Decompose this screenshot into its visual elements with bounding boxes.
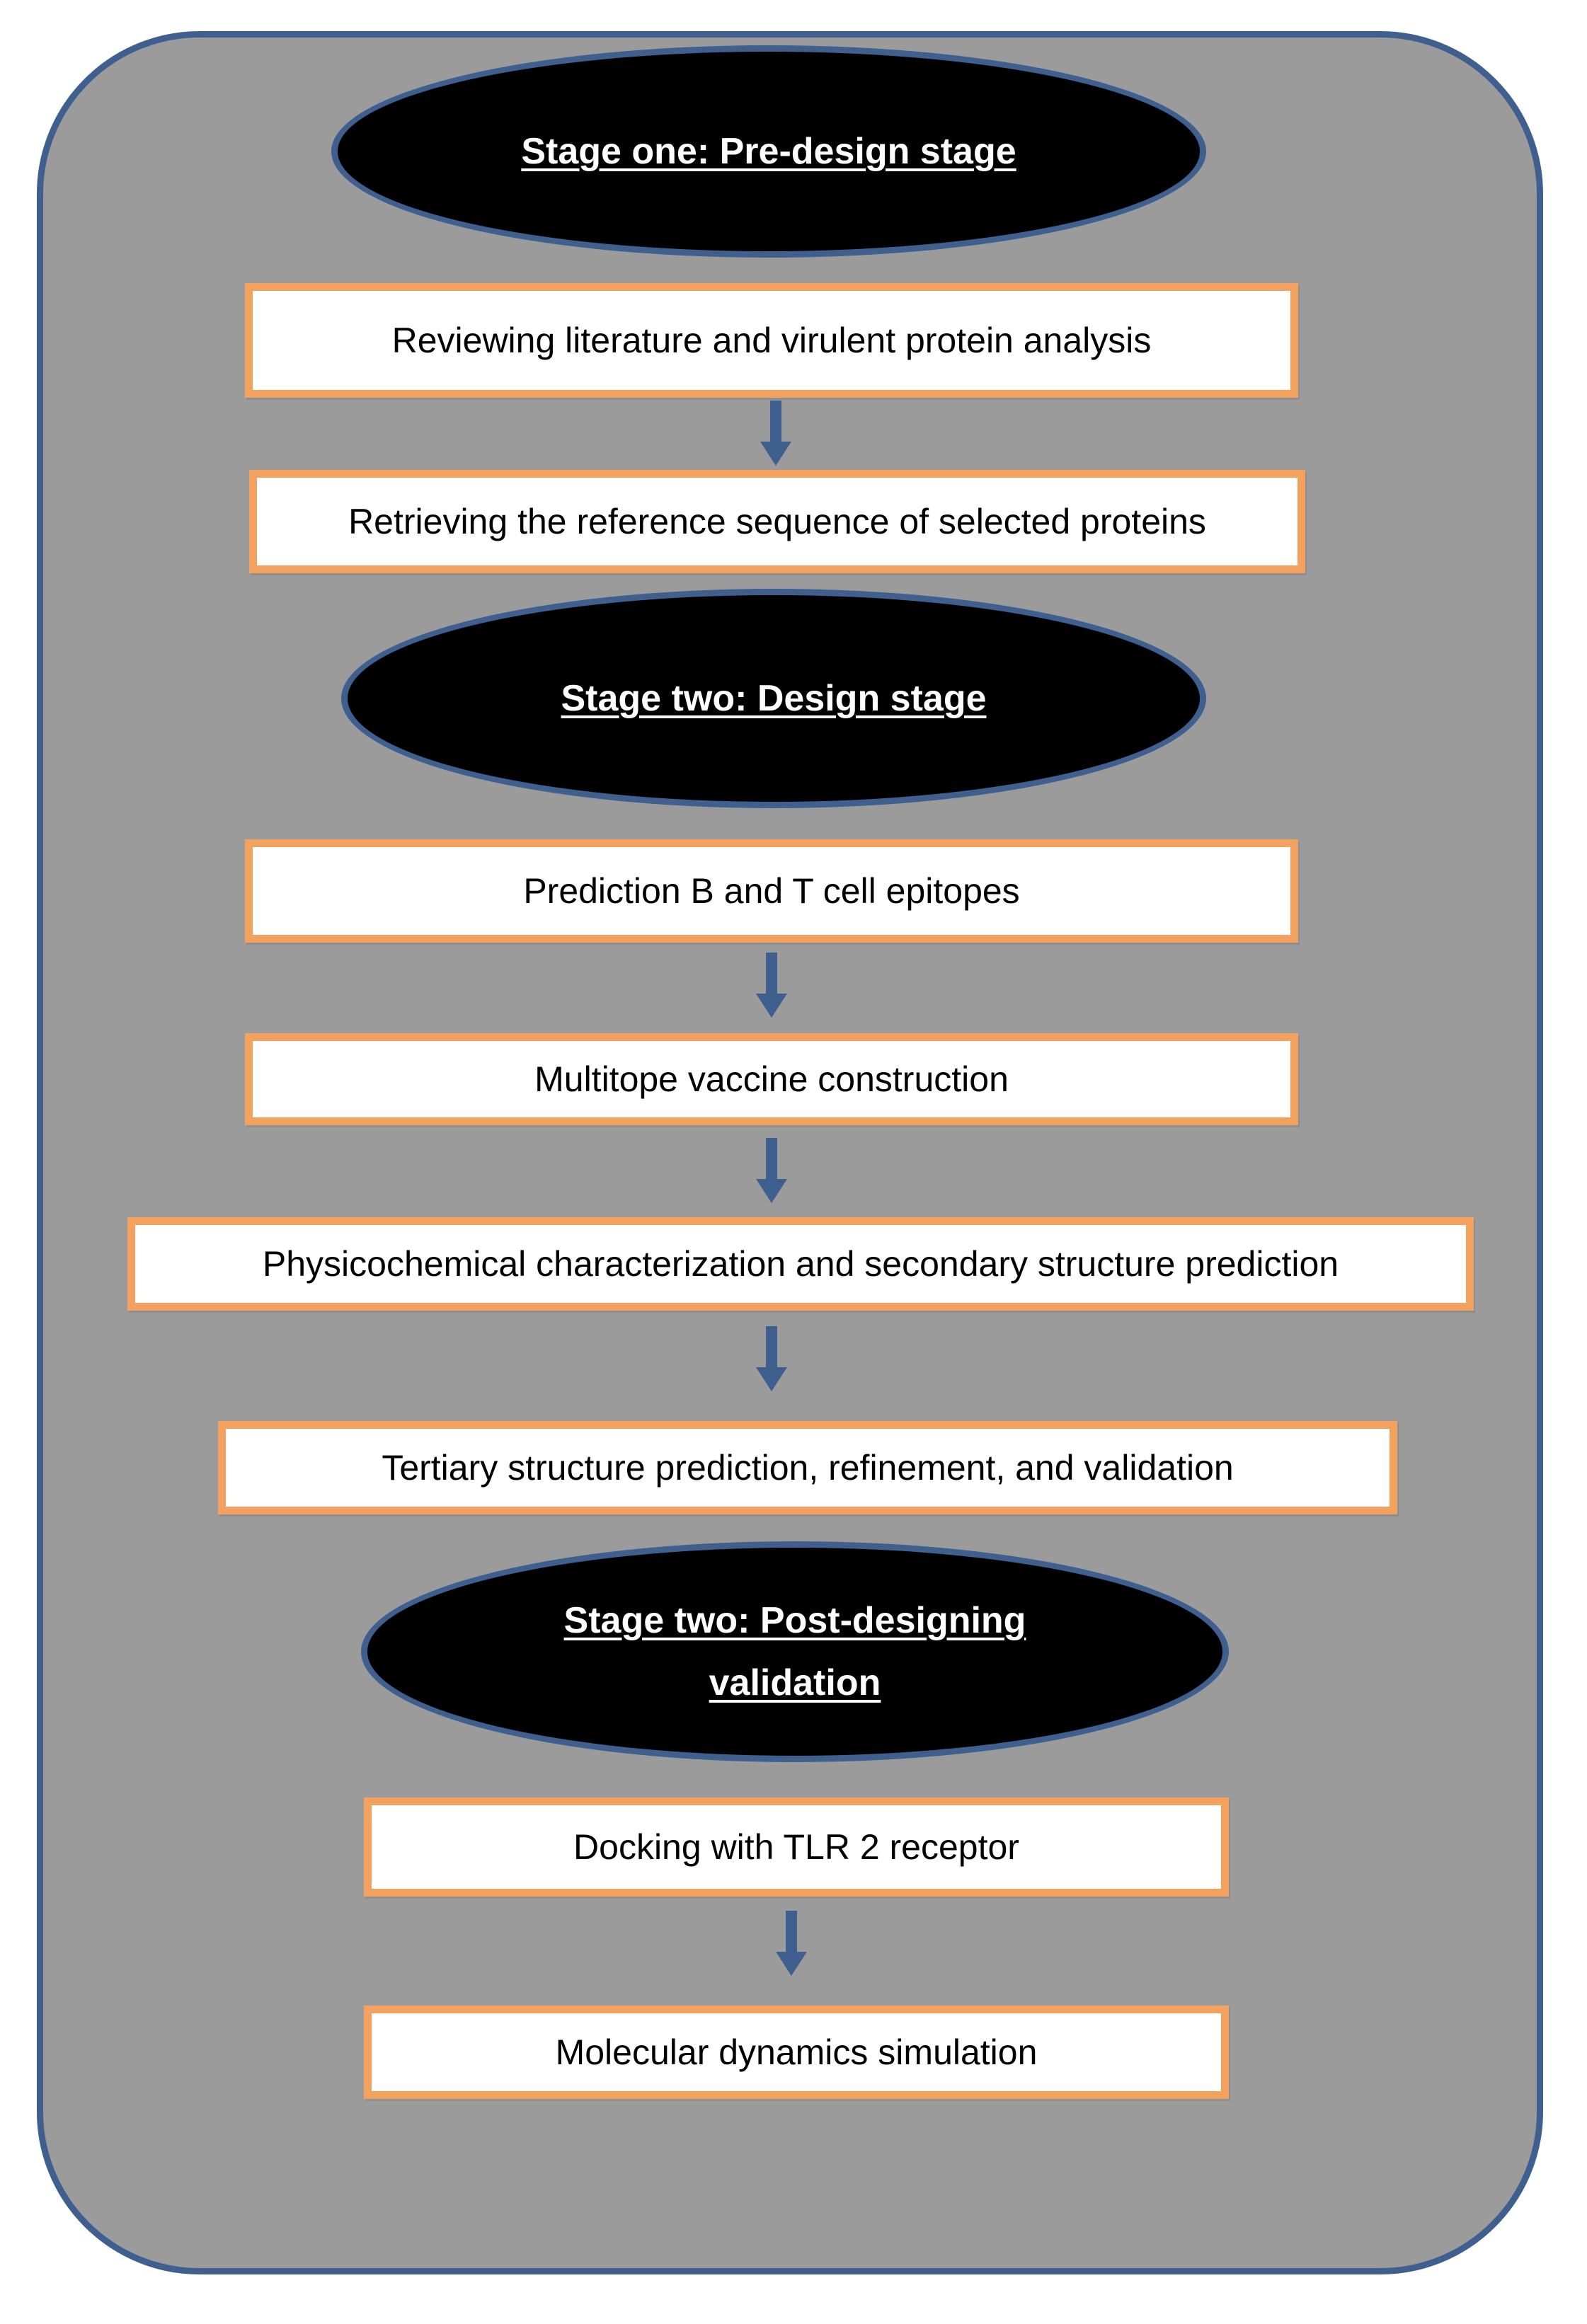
step-reviewing-literature: Reviewing literature and virulent protei… [245,283,1298,398]
arrow-down-icon [756,1326,787,1391]
arrow-down-icon [756,953,787,1018]
arrow-down-icon [760,401,791,466]
step-label: Docking with TLR 2 receptor [573,1827,1019,1867]
step-docking-tlr2: Docking with TLR 2 receptor [364,1797,1229,1897]
step-label: Molecular dynamics simulation [555,2032,1038,2072]
step-label: Tertiary structure prediction, refinemen… [382,1448,1234,1488]
step-multitope-construction: Multitope vaccine construction [245,1033,1298,1125]
step-retrieving-sequence: Retrieving the reference sequence of sel… [249,470,1305,573]
flowchart-panel [37,31,1543,2274]
step-physicochemical: Physicochemical characterization and sec… [127,1217,1474,1311]
stage-two-label: Stage two: Design stage [561,678,987,719]
step-molecular-dynamics: Molecular dynamics simulation [364,2006,1229,2099]
stage-two-ellipse: Stage two: Design stage [341,589,1206,808]
stage-one-label: Stage one: Pre-design stage [521,131,1016,172]
step-label: Reviewing literature and virulent protei… [391,321,1152,360]
stage-one-ellipse: Stage one: Pre-design stage [331,45,1206,258]
step-label: Multitope vaccine construction [534,1059,1009,1099]
step-label: Physicochemical characterization and sec… [262,1244,1339,1284]
stage-three-label: Stage two: Post-designing validation [563,1600,1026,1703]
step-label: Retrieving the reference sequence of sel… [348,502,1206,541]
step-epitope-prediction: Prediction B and T cell epitopes [245,839,1298,943]
arrow-down-icon [776,1911,807,1976]
step-tertiary-structure: Tertiary structure prediction, refinemen… [218,1421,1397,1514]
arrow-down-icon [756,1138,787,1203]
step-label: Prediction B and T cell epitopes [523,871,1020,911]
stage-three-ellipse: Stage two: Post-designing validation [361,1541,1229,1762]
